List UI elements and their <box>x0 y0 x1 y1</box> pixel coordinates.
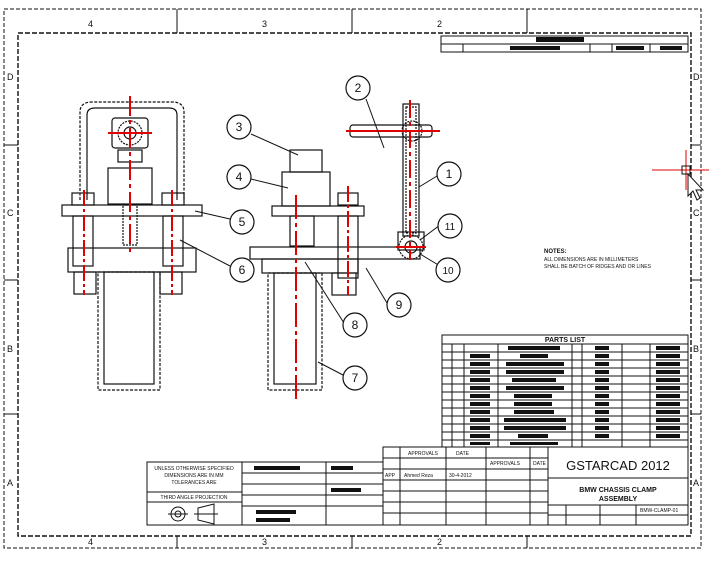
balloon-10[interactable]: 10 <box>435 257 461 283</box>
zone-left-a: A <box>7 478 13 488</box>
tb-header-approvals: APPROVALS <box>408 451 439 457</box>
balloon-leaders <box>179 98 441 376</box>
zone-left-b: B <box>7 344 13 354</box>
sheet-ref: BMW-CLAMP-01 <box>640 508 678 514</box>
zone-top-4: 4 <box>88 19 93 29</box>
balloon-11[interactable]: 11 <box>437 213 463 239</box>
tb-header-date2: DATE <box>533 461 547 467</box>
svg-text:SHALL BE BATCH OF RIDGES AND O: SHALL BE BATCH OF RIDGES AND OR LINES <box>544 264 652 270</box>
zone-right-b: B <box>693 344 699 354</box>
view-t-handle-centerlines <box>346 100 440 260</box>
svg-text:2: 2 <box>355 81 362 95</box>
balloon-9[interactable]: 9 <box>386 292 412 318</box>
zone-bottom-3: 3 <box>262 537 267 547</box>
balloon-7[interactable]: 7 <box>342 365 368 391</box>
gstarcad-logo-text: GSTARCAD 2012 <box>566 458 670 473</box>
svg-text:7: 7 <box>352 371 359 385</box>
svg-text:10: 10 <box>442 266 454 277</box>
zone-bottom-2: 2 <box>437 537 442 547</box>
tb-header-date: DATE <box>456 451 470 457</box>
zone-left-c: C <box>7 208 14 218</box>
zone-left-d: D <box>7 72 14 82</box>
units-block[interactable] <box>146 461 384 526</box>
crosshair-cursor-icon[interactable] <box>652 150 709 201</box>
svg-text:NOTES:: NOTES: <box>544 249 567 255</box>
projection-symbol-icon <box>168 503 218 525</box>
unit-line4: THIRD ANGLE PROJECTION <box>161 495 228 501</box>
tb-drawn-date: 30-4-2012 <box>449 473 472 479</box>
svg-text:8: 8 <box>352 318 359 332</box>
svg-text:1: 1 <box>446 167 453 181</box>
zone-bottom-4: 4 <box>88 537 93 547</box>
units-block-fill <box>254 466 361 522</box>
svg-text:6: 6 <box>239 263 246 277</box>
view-side-clamp <box>249 149 421 391</box>
balloon-1[interactable]: 1 <box>436 161 462 187</box>
balloon-2[interactable]: 2 <box>345 75 371 101</box>
svg-text:3: 3 <box>236 120 243 134</box>
zone-top-2: 2 <box>437 19 442 29</box>
balloon-3[interactable]: 3 <box>226 114 252 140</box>
tb-drawn-by: Ahmed Reza <box>404 473 433 479</box>
unit-line3: TOLERANCES ARE <box>171 480 217 486</box>
parts-list-rows <box>470 346 680 445</box>
svg-text:9: 9 <box>396 298 403 312</box>
title-block[interactable] <box>382 446 689 526</box>
view-t-handle <box>349 103 433 260</box>
parts-list-table[interactable] <box>441 334 689 448</box>
notes-block: NOTES: ALL DIMENSIONS ARE IN MILLIMETERS… <box>544 249 652 270</box>
svg-text:4: 4 <box>236 170 243 184</box>
svg-text:ALL DIMENSIONS ARE IN MILLIMET: ALL DIMENSIONS ARE IN MILLIMETERS <box>544 257 639 263</box>
view-front-centerlines <box>83 96 173 295</box>
revision-block <box>440 35 689 53</box>
unit-line2: DIMENSIONS ARE IN MM <box>164 473 223 479</box>
zone-ticks <box>4 9 701 548</box>
zone-top-3: 3 <box>262 19 267 29</box>
parts-list-title: PARTS LIST <box>545 337 586 344</box>
tb-row-label: APP <box>385 473 396 479</box>
unit-line1: UNLESS OTHERWISE SPECIFIED <box>154 466 234 472</box>
view-side-centerlines <box>295 186 349 400</box>
drawing-title-line1: BMW CHASSIS CLAMP <box>579 487 657 494</box>
drawing-title-line2: ASSEMBLY <box>599 496 638 503</box>
zone-right-d: D <box>693 72 700 82</box>
tb-header-approvals2: APPROVALS <box>490 461 521 467</box>
balloon-4[interactable]: 4 <box>226 164 252 190</box>
zone-right-a: A <box>693 478 699 488</box>
balloon-5[interactable]: 5 <box>229 209 255 235</box>
balloon-8[interactable]: 8 <box>342 312 368 338</box>
zone-right-c: C <box>693 208 700 218</box>
svg-text:5: 5 <box>239 215 246 229</box>
balloon-6[interactable]: 6 <box>229 257 255 283</box>
svg-text:11: 11 <box>445 222 456 233</box>
